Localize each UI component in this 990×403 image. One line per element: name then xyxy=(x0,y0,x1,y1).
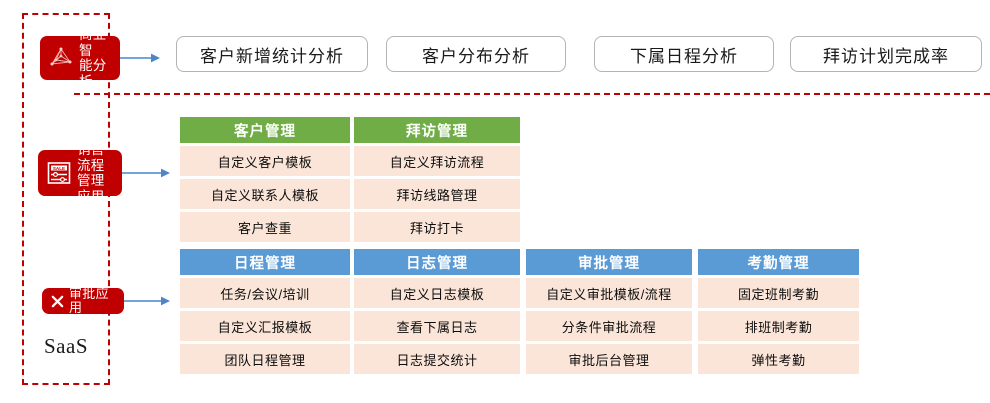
analysis-button-1[interactable]: 客户分布分析 xyxy=(386,36,566,72)
card-item[interactable]: 固定班制考勤 xyxy=(698,278,859,308)
saas-label: SaaS xyxy=(44,334,88,358)
module-card-schedule-management: 日程管理 任务/会议/培训 自定义汇报模板 团队日程管理 xyxy=(180,249,350,374)
card-item[interactable]: 分条件审批流程 xyxy=(526,311,692,341)
cross-scissors-icon xyxy=(51,295,64,307)
card-item[interactable]: 自定义联系人模板 xyxy=(180,179,350,209)
app-button-sales-process[interactable]: SALE 销售流程 管理应用 xyxy=(38,142,122,204)
saas-boundary-box xyxy=(22,13,110,385)
app-button-approval[interactable]: 审批应用 xyxy=(42,286,124,315)
card-title: 考勤管理 xyxy=(698,249,859,275)
module-card-customer-management: 客户管理 自定义客户模板 自定义联系人模板 客户查重 xyxy=(180,117,350,242)
module-card-approval-management: 审批管理 自定义审批模板/流程 分条件审批流程 审批后台管理 xyxy=(526,249,692,374)
module-card-attendance-management: 考勤管理 固定班制考勤 排班制考勤 弹性考勤 xyxy=(698,249,859,374)
card-item[interactable]: 团队日程管理 xyxy=(180,344,350,374)
card-title: 拜访管理 xyxy=(354,117,520,143)
card-item[interactable]: 自定义客户模板 xyxy=(180,146,350,176)
app-label-sales-process: 销售流程 管理应用 xyxy=(77,142,105,204)
card-item[interactable]: 拜访打卡 xyxy=(354,212,520,242)
analysis-button-2[interactable]: 下属日程分析 xyxy=(594,36,774,72)
app-button-business-intelligence[interactable]: 商业智 能分析 xyxy=(40,27,120,89)
card-item[interactable]: 排班制考勤 xyxy=(698,311,859,341)
analysis-button-3[interactable]: 拜访计划完成率 xyxy=(790,36,982,72)
sale-slider-icon: SALE xyxy=(47,162,71,184)
arrow-sales-to-cards xyxy=(122,168,170,178)
card-title: 审批管理 xyxy=(526,249,692,275)
arrow-approval-to-cards xyxy=(124,296,170,306)
card-item[interactable]: 查看下属日志 xyxy=(354,311,520,341)
card-item[interactable]: 自定义拜访流程 xyxy=(354,146,520,176)
card-title: 日志管理 xyxy=(354,249,520,275)
card-item[interactable]: 弹性考勤 xyxy=(698,344,859,374)
module-card-log-management: 日志管理 自定义日志模板 查看下属日志 日志提交统计 xyxy=(354,249,520,374)
analysis-button-0[interactable]: 客户新增统计分析 xyxy=(176,36,368,72)
card-item[interactable]: 自定义汇报模板 xyxy=(180,311,350,341)
card-item[interactable]: 自定义日志模板 xyxy=(354,278,520,308)
bi-separator-dashed-line xyxy=(74,93,990,95)
app-label-business-intelligence: 商业智 能分析 xyxy=(79,27,107,89)
card-title: 日程管理 xyxy=(180,249,350,275)
card-item[interactable]: 审批后台管理 xyxy=(526,344,692,374)
card-item[interactable]: 自定义审批模板/流程 xyxy=(526,278,692,308)
card-item[interactable]: 拜访线路管理 xyxy=(354,179,520,209)
card-item[interactable]: 客户查重 xyxy=(180,212,350,242)
arrow-bi-to-analysis xyxy=(120,53,160,63)
svg-text:SALE: SALE xyxy=(53,166,65,171)
card-item[interactable]: 日志提交统计 xyxy=(354,344,520,374)
network-graph-icon xyxy=(50,47,72,66)
card-item[interactable]: 任务/会议/培训 xyxy=(180,278,350,308)
module-card-visit-management: 拜访管理 自定义拜访流程 拜访线路管理 拜访打卡 xyxy=(354,117,520,242)
app-label-approval: 审批应用 xyxy=(69,286,109,315)
card-title: 客户管理 xyxy=(180,117,350,143)
